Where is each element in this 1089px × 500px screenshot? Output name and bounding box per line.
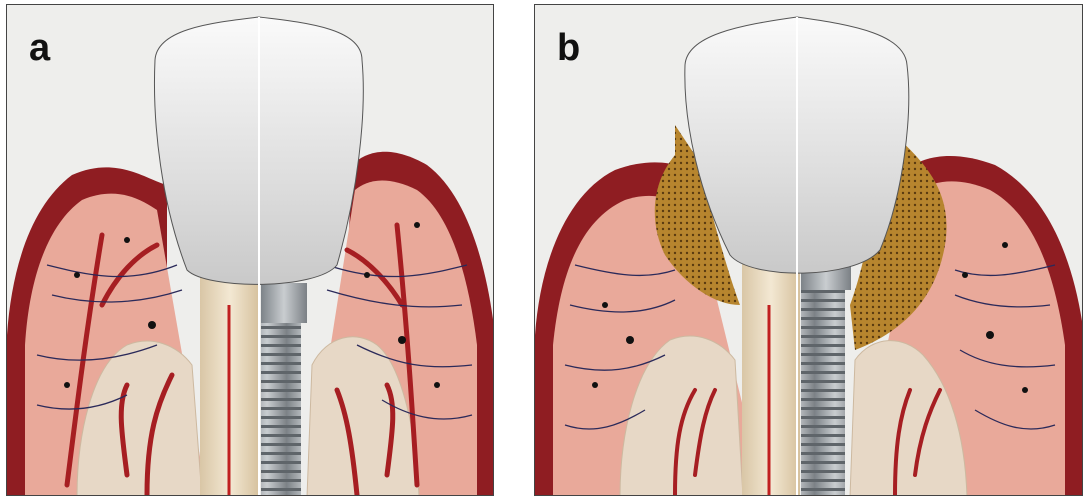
panel-label-b: b [557, 29, 580, 67]
implant-threads [261, 323, 301, 496]
panel-b-illustration [535, 5, 1083, 496]
panel-a-illustration [7, 5, 494, 496]
implant-threads [801, 290, 845, 496]
panel-b: b [534, 4, 1083, 496]
panel-a: a [6, 4, 494, 496]
implant-abutment [261, 283, 307, 323]
natural-tooth-root [742, 255, 800, 496]
panel-label-a: a [29, 29, 50, 67]
